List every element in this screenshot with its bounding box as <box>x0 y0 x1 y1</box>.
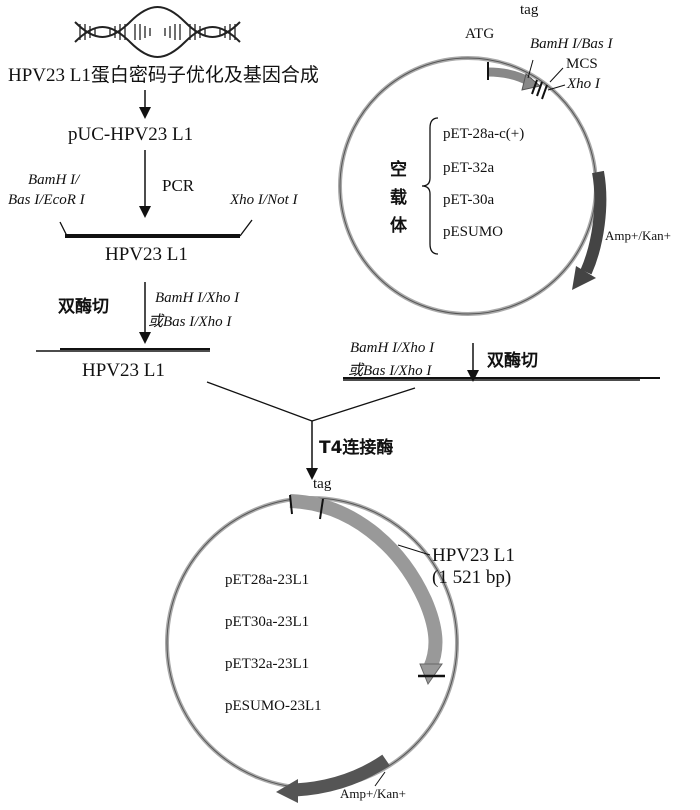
tag-label-top: tag <box>520 2 539 18</box>
empty-vector-label: 空载体 <box>390 160 407 236</box>
construct-name-1: pET28a-23L1 <box>225 572 310 588</box>
pcr-label: PCR <box>162 176 195 195</box>
vector-name-4: pESUMO <box>443 224 504 240</box>
digested-insert-line <box>36 348 210 352</box>
dna-helix-icon <box>74 6 241 58</box>
insert-size-label: (1 521 bp) <box>432 567 512 588</box>
construct-name-4: pESUMO-23L1 <box>225 698 322 714</box>
vector-name-3: pET-30a <box>443 192 495 208</box>
empty-vector-plasmid <box>338 56 607 316</box>
right-digest-sites-2: 或Bas I/Xho I <box>348 363 432 379</box>
right-digest-sites-1: BamH I/Xho I <box>350 340 435 356</box>
right-digest-label: 双酶切 <box>487 351 538 371</box>
construct-name-2: pET30a-23L1 <box>225 614 310 630</box>
vector-name-1: pET-28a-c(+) <box>443 126 525 142</box>
left-digest-sites-1: BamH I/Xho I <box>155 290 240 306</box>
recombinant-plasmid <box>165 494 459 803</box>
atg-label: ATG <box>465 26 495 42</box>
construct-name-3: pET32a-23L1 <box>225 656 310 672</box>
digested-insert-label: HPV23 L1 <box>82 360 165 381</box>
construct-resistance-label: Amp+/Kan+ <box>340 786 406 801</box>
left-digest-label: 双酶切 <box>58 297 109 317</box>
ligation-join-lines <box>206 381 416 422</box>
left-site-label-2: Bas I/EcoR I <box>8 192 85 208</box>
right-site-label: Xho I/Not I <box>230 192 298 208</box>
mcs-label: MCS <box>566 56 598 72</box>
left-digest-sites-2: 或Bas I/Xho I <box>148 314 232 330</box>
vector-name-2: pET-32a <box>443 160 495 176</box>
synthesis-title: HPV23 L1蛋白密码子优化及基因合成 <box>8 65 319 86</box>
tag-label-bottom: tag <box>313 476 332 492</box>
vector-resistance-label: Amp+/Kan+ <box>605 228 671 243</box>
pcr-product-label: HPV23 L1 <box>105 244 188 265</box>
vector-site-label-1: BamH I/Bas I <box>530 36 613 52</box>
vector-site-label-2: Xho I <box>567 76 600 92</box>
puc-plasmid-label: pUC-HPV23 L1 <box>68 124 194 145</box>
ligase-label: T4连接酶 <box>319 438 394 458</box>
left-site-label-1: BamH I/ <box>28 172 80 188</box>
digested-vector-line <box>343 377 660 381</box>
insert-label: HPV23 L1 <box>432 545 515 566</box>
pcr-product-line <box>59 219 253 238</box>
